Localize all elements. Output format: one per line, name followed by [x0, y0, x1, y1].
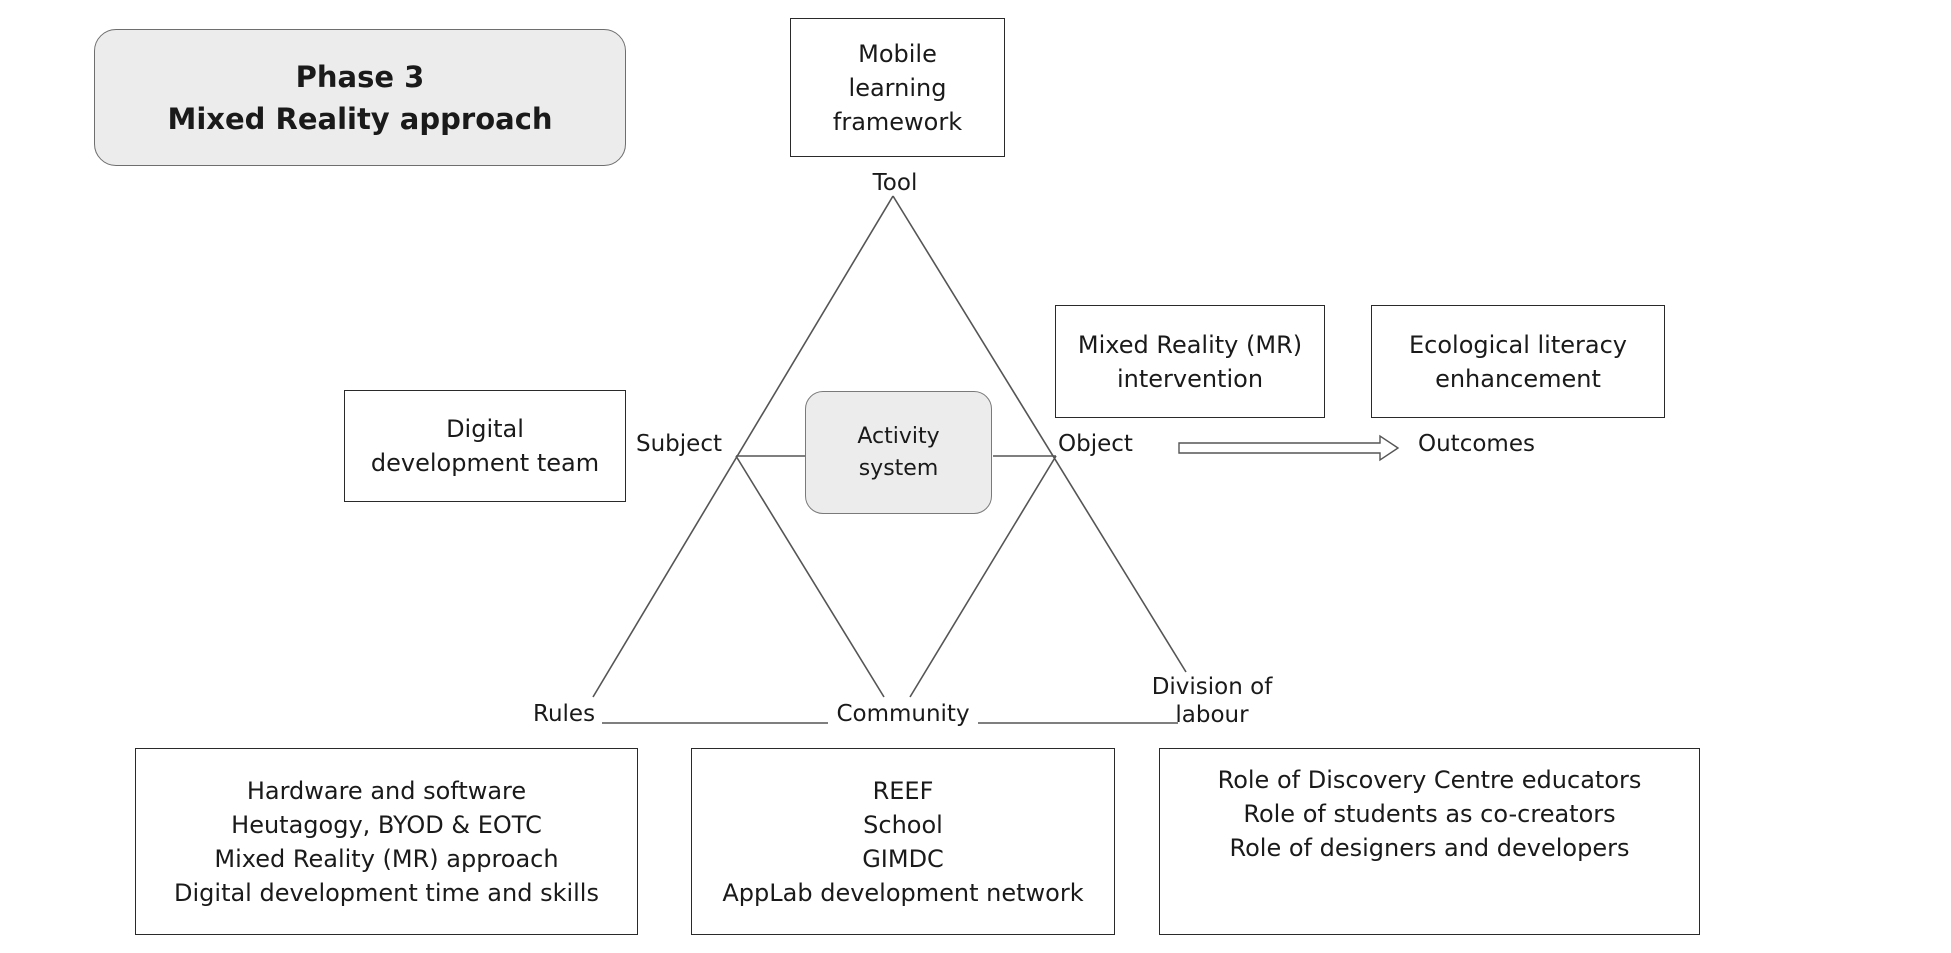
object-box-line: Mixed Reality (MR) [1077, 330, 1303, 359]
activity-system-line: Activity [857, 423, 940, 449]
rules-box-line: Digital development time and skills [174, 878, 599, 907]
activity-system-line: system [858, 455, 939, 481]
community-box-line: REEF [872, 776, 934, 805]
object-box-line: intervention [1116, 364, 1264, 393]
tool-box-line: framework [832, 107, 963, 136]
phase-number: Phase 3 [295, 59, 425, 94]
activity-system-box: Activity system [805, 391, 992, 514]
community-box-line: School [863, 810, 943, 839]
node-label-tool: Tool [872, 170, 918, 196]
node-label-subject: Subject [636, 431, 722, 457]
tool-box-line: Mobile [858, 39, 937, 68]
subject-community-edge [735, 455, 885, 698]
tool-division-edge [892, 195, 1187, 673]
community-box: REEF School GIMDC AppLab development net… [691, 748, 1115, 935]
node-label-rules: Rules [533, 701, 596, 727]
subject-box: Digital development team [344, 390, 626, 502]
outcome-box: Ecological literacy enhancement [1371, 305, 1665, 418]
rules-box-line: Hardware and software [246, 776, 527, 805]
object-box: Mixed Reality (MR) intervention [1055, 305, 1325, 418]
outcome-box-line: enhancement [1435, 364, 1601, 393]
rules-box: Hardware and software Heutagogy, BYOD & … [135, 748, 638, 935]
node-label-community: Community [836, 701, 970, 727]
division-box-line: Role of designers and developers [1229, 834, 1630, 862]
tool-rules-edge [592, 195, 894, 698]
subject-box-line: Digital [446, 415, 524, 443]
outcome-box-line: Ecological literacy [1409, 330, 1627, 359]
division-box-line: Role of Discovery Centre educators [1217, 766, 1642, 794]
division-label-line: labour [1175, 702, 1249, 728]
phase-title-box: Phase 3 Mixed Reality approach [94, 29, 626, 166]
phase-approach: Mixed Reality approach [167, 101, 553, 136]
division-box: Role of Discovery Centre educators Role … [1159, 748, 1700, 935]
outcome-arrow [1178, 434, 1400, 462]
community-box-line: AppLab development network [722, 878, 1084, 907]
rules-box-line: Mixed Reality (MR) approach [214, 844, 559, 873]
division-label-line: Division of [1151, 674, 1273, 700]
tool-box-line: learning [848, 73, 947, 102]
rules-box-line: Heutagogy, BYOD & EOTC [231, 810, 542, 839]
node-label-division: Division of labour [1152, 673, 1273, 729]
node-label-outcomes: Outcomes [1418, 431, 1535, 457]
object-community-edge [909, 455, 1057, 698]
community-box-line: GIMDC [862, 844, 944, 873]
node-label-object: Object [1058, 431, 1133, 457]
division-box-line: Role of students as co-creators [1243, 800, 1616, 828]
subject-box-line: development team [370, 449, 600, 477]
tool-box: Mobile learning framework [790, 18, 1005, 157]
